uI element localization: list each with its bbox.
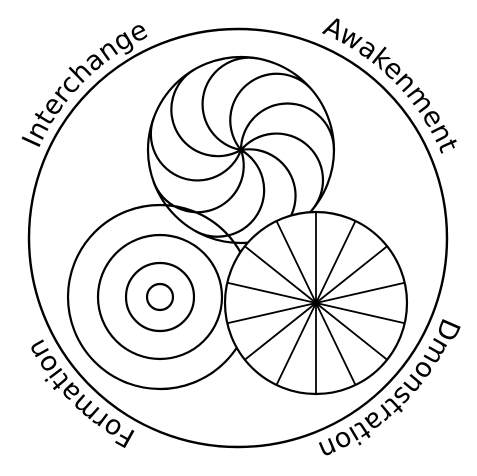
spiral-arc [241, 134, 323, 210]
concentric-ring-3 [126, 263, 194, 331]
concentric-ring-4 [147, 284, 173, 310]
label-formation: Formation [21, 334, 140, 453]
label-awakenment: Awakenment [319, 11, 464, 157]
spiral-arc [241, 104, 334, 151]
wheel-hub [313, 300, 319, 306]
label-interchange: Interchange [17, 14, 153, 152]
spiral-arc [151, 118, 241, 180]
wheel-symbol [225, 212, 407, 394]
concentric-ring-2 [98, 235, 222, 359]
spiral-arc [203, 58, 258, 150]
spiral-arc [195, 150, 265, 237]
outer-cycle-ring [29, 29, 447, 447]
